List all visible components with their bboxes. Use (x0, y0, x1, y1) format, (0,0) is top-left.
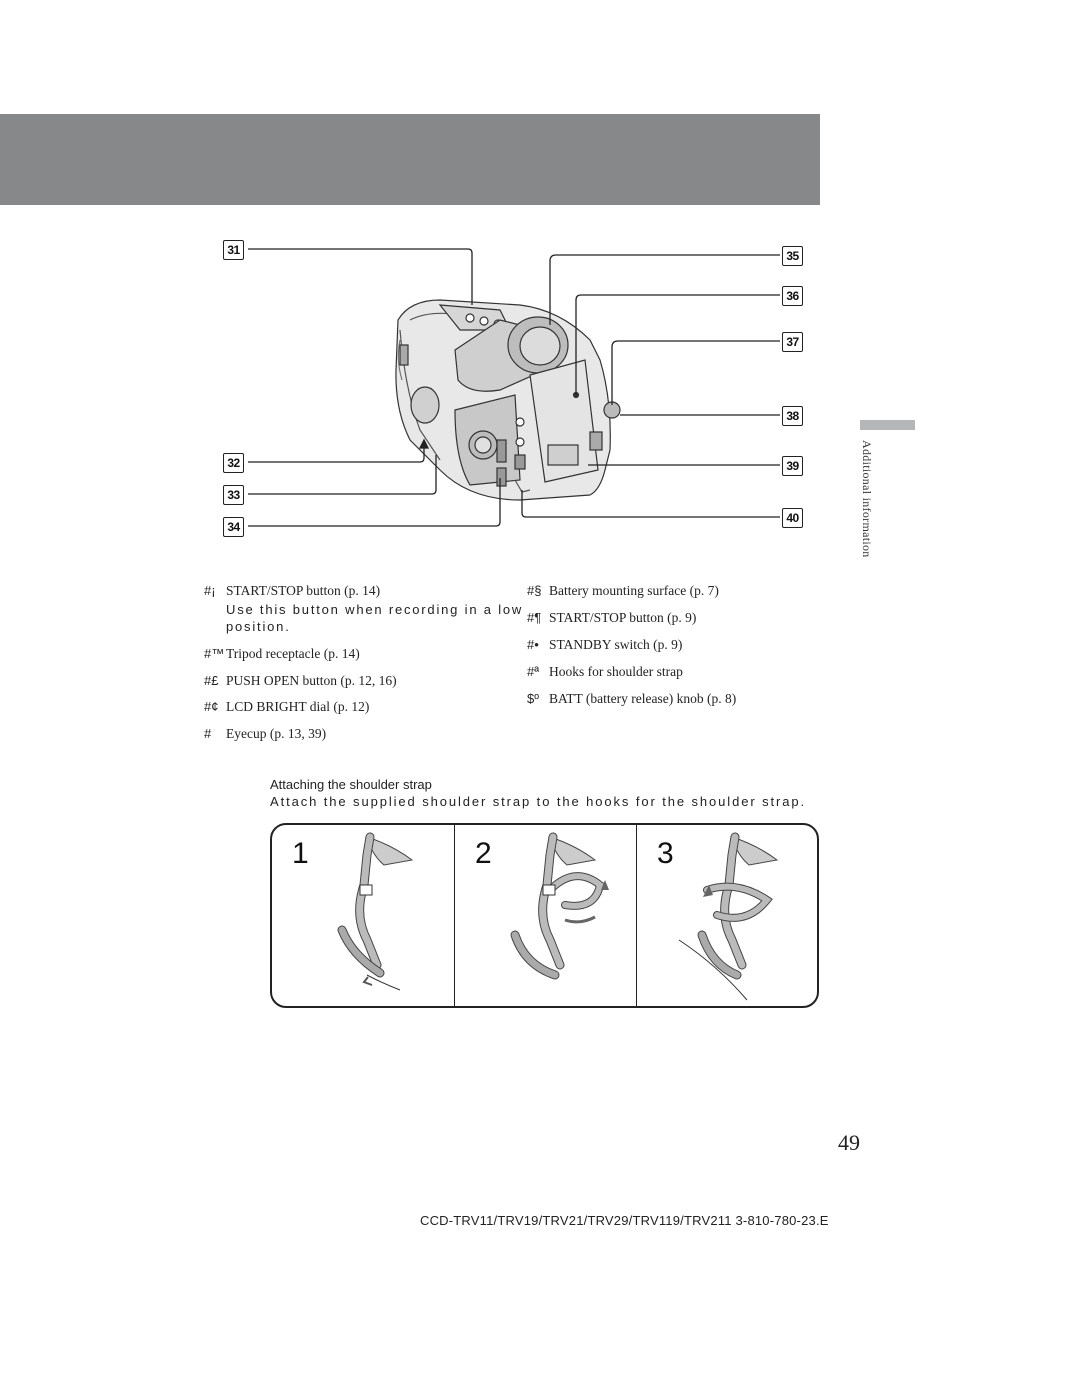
item-text: Eyecup (p. 13, 39) (226, 726, 327, 741)
camcorder-diagram (248, 248, 780, 527)
item-marker: # (204, 726, 212, 741)
strap-section-title: Attaching the shoulder strap (270, 777, 432, 792)
callout-36: 36 (782, 286, 803, 306)
strap-step-3: 3 (637, 825, 817, 1006)
callout-40: 40 (782, 508, 803, 528)
item-text: START/STOP button (p. 14) (226, 583, 381, 598)
strap-step-2: 2 (455, 825, 637, 1006)
callout-35: 35 (782, 246, 803, 266)
strap-step-2-illustration (510, 832, 609, 980)
strap-step-3-illustration (678, 832, 779, 1001)
item-note: Use this button when recording in a low … (226, 602, 524, 635)
item-marker: $º (527, 691, 539, 706)
list-item: #ª Hooks for shoulder strap (527, 664, 683, 680)
list-item: #¡ START/STOP button (p. 14) Use this but… (204, 583, 526, 635)
item-text: Battery mounting surface (p. 7) (549, 583, 719, 598)
item-marker: #¢ (204, 699, 219, 714)
step-number: 2 (475, 837, 492, 870)
item-marker: #£ (204, 673, 219, 688)
item-text: Hooks for shoulder strap (549, 664, 683, 679)
callout-34: 34 (223, 517, 244, 537)
list-item: #• STANDBY switch (p. 9) (527, 637, 682, 653)
strap-step-1-illustration (337, 832, 414, 991)
parts-list-right: #§ Battery mounting surface (p. 7) #¶ STAR… (527, 583, 817, 713)
list-item: #§ Battery mounting surface (p. 7) (527, 583, 719, 599)
item-marker: #¶ (527, 610, 542, 625)
item-marker: #• (527, 637, 539, 652)
item-text: PUSH OPEN button (p. 12, 16) (226, 673, 397, 688)
callout-37: 37 (782, 332, 803, 352)
item-text: BATT (battery release) knob (p. 8) (549, 691, 737, 706)
list-item: # Eyecup (p. 13, 39) (204, 726, 326, 742)
item-marker: #ª (527, 664, 540, 679)
callout-32: 32 (223, 453, 244, 473)
list-item: $º BATT (battery release) knob (p. 8) (527, 691, 736, 707)
leader-lines (248, 248, 780, 527)
item-text: LCD BRIGHT dial (p. 12) (226, 699, 370, 714)
item-text: START/STOP button (p. 9) (549, 610, 697, 625)
callout-33: 33 (223, 485, 244, 505)
step-number: 3 (657, 837, 674, 870)
list-item: #¶ START/STOP button (p. 9) (527, 610, 696, 626)
strap-section-description: Attach the supplied shoulder strap to th… (270, 794, 806, 809)
strap-steps-panel: 1 2 3 (270, 823, 819, 1008)
item-marker: #™ (204, 646, 225, 661)
page-number: 49 (838, 1130, 860, 1155)
item-text: Tripod receptacle (p. 14) (226, 646, 360, 661)
section-tab-marker (860, 420, 915, 430)
item-text: STANDBY switch (p. 9) (549, 637, 683, 652)
step-number: 1 (292, 837, 309, 870)
list-item: #¢ LCD BRIGHT dial (p. 12) (204, 699, 369, 715)
model-code: CCD-TRV11/TRV19/TRV21/TRV29/TRV119/TRV21… (420, 1213, 829, 1228)
camcorder-illustration (395, 299, 621, 501)
list-item: #£ PUSH OPEN button (p. 12, 16) (204, 673, 397, 689)
header-band (0, 114, 820, 205)
callout-39: 39 (782, 456, 803, 476)
item-marker: #§ (527, 583, 542, 598)
strap-step-1: 1 (272, 825, 455, 1006)
item-marker: #¡ (204, 583, 216, 598)
section-tab-label: Additional information (860, 440, 874, 558)
callout-38: 38 (782, 406, 803, 426)
callout-31: 31 (223, 240, 244, 260)
parts-list-left: #¡ START/STOP button (p. 14) Use this but… (204, 583, 524, 753)
